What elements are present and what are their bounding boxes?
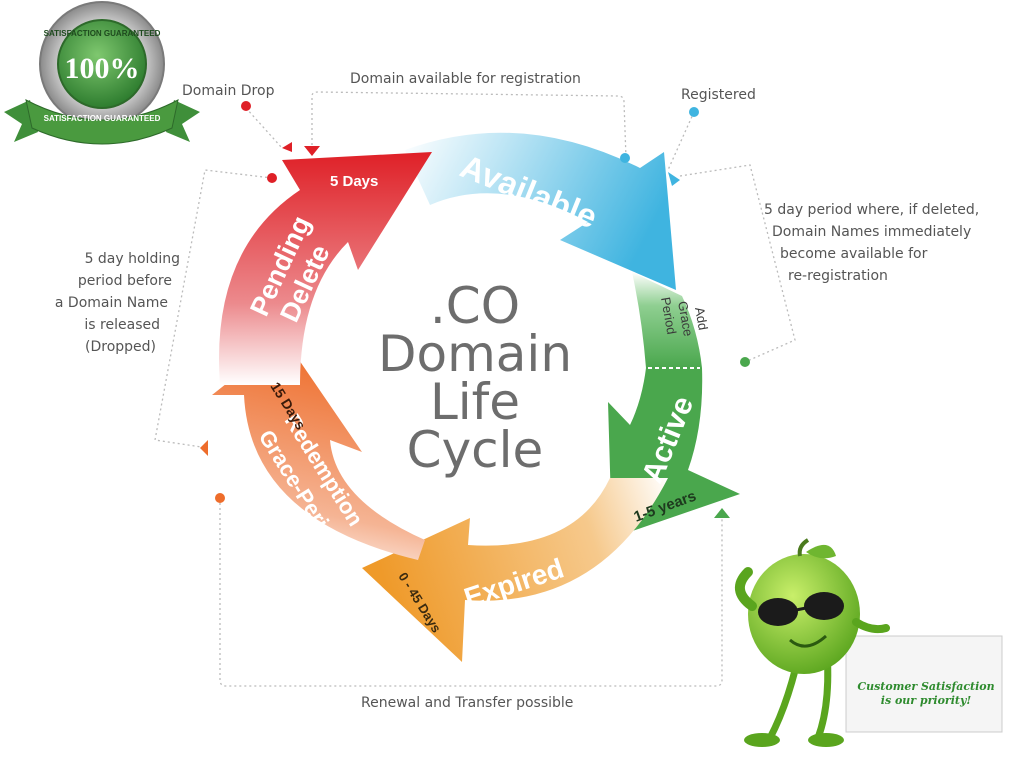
grace-dot [740,357,750,367]
holding-note-line-1: 5 day holding [84,251,180,267]
center-title-line-4: Cycle [406,421,544,479]
renewal-connector [219,498,723,687]
add-grace-segment [632,272,702,368]
add-grace-note-line-1: 5 day period where, if deleted, [764,202,980,218]
connectors [154,91,796,687]
registered-dot [689,107,699,117]
holding-arrowhead-icon [200,440,208,456]
center-title-line-2: Domain [377,325,573,383]
add-grace-note-line-4: re-registration [788,268,888,284]
mascot-sign-board [845,635,1003,733]
renewal-arrowhead-icon [714,508,730,518]
domain-drop-label: Domain Drop [182,83,275,99]
domain-drop-dot [241,101,251,111]
mascot-sign-line-1: Customer Satisfaction [857,680,994,693]
grace-note-connector [679,164,796,363]
add-grace-note-line-3: become available for [780,246,928,262]
pending-duration: 5 Days [330,173,378,190]
registered-label: Registered [681,87,756,103]
registration-arrowhead-icon [304,146,320,156]
registered-connector [667,111,695,171]
redemption-dot [215,493,225,503]
expired-arrow [362,478,668,662]
holding-note: 5 day holding period before a Domain Nam… [40,248,180,358]
connector-dots [200,101,750,518]
holding-note-line-2: period before [77,273,172,289]
registration-connector [311,91,627,159]
add-grace-note: 5 day period where, if deleted, Domain N… [764,199,1004,287]
add-grace-label-2: Grace [675,300,696,337]
seal-banner-text: SATISFACTION GUARANTEED [44,114,161,123]
seal-top-text: SATISFACTION GUARANTEED [44,29,161,38]
center-title-line-3: Life [429,373,521,431]
renewal-label: Renewal and Transfer possible [361,695,574,711]
redemption-arrow [212,338,425,560]
mascot-sign-line-2: is our priority! [881,694,972,707]
satisfaction-seal-icon [4,1,200,145]
center-title: .CO Domain Life Cycle [365,277,585,479]
holding-note-line-3: a Domain Name [54,295,168,311]
drop-arrowhead-icon [282,142,292,152]
add-grace-note-line-2: Domain Names immediately [772,224,972,240]
add-grace-label-1: Add [692,306,711,331]
mascot-illustration [735,538,1003,747]
holding-note-line-4: is released [84,317,160,333]
registered-arrowhead-icon [668,172,680,186]
available-for-registration-label: Domain available for registration [350,71,581,87]
pending-delete-arrow [219,152,432,385]
cycle-arrows [212,132,740,662]
pending-dot [267,173,277,183]
domain-drop-connector [245,107,283,149]
available-arrow [405,132,676,290]
holding-note-line-5: (Dropped) [85,339,156,355]
add-grace-label-3: Period [658,296,679,336]
center-title-line-1: .CO [429,277,521,335]
available-dot [620,153,630,163]
seal-value: 100% [65,52,140,85]
